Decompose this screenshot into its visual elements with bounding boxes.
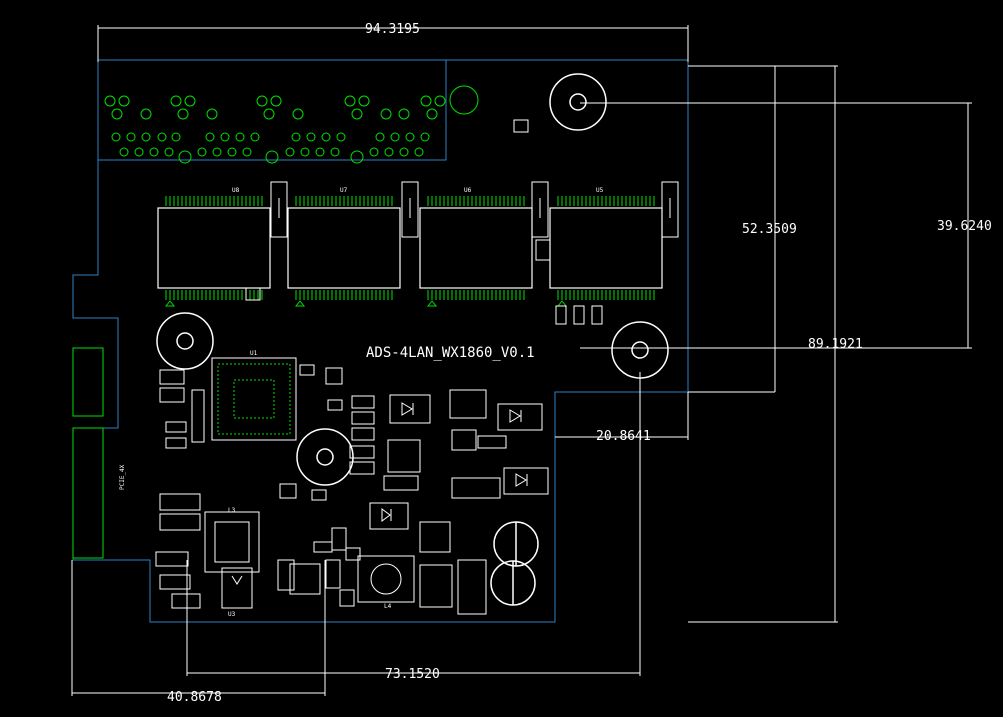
dim-height-right: 52.3509 <box>742 222 797 237</box>
chip-pins <box>165 196 655 300</box>
regulator-labels: U3 L3 L4 <box>228 507 392 618</box>
power-components <box>383 389 507 615</box>
inductor-l3 <box>204 511 260 573</box>
dimension-lines <box>71 25 972 696</box>
dim-top-width: 94.3195 <box>365 22 420 37</box>
inductor-l3-label: L3 <box>228 507 236 514</box>
inductor-l4-label: L4 <box>384 603 392 610</box>
diode-icon <box>369 394 549 530</box>
rj45-connector-block <box>97 59 447 161</box>
dim-height-full: 89.1921 <box>808 337 863 352</box>
dim-notch-width: 20.8641 <box>596 429 651 444</box>
chip-labels: U8 U7 U6 U5 <box>232 187 604 194</box>
chip-u6-label: U6 <box>464 187 472 194</box>
chip-u6 <box>419 207 533 289</box>
chip-u7-label: U7 <box>340 187 348 194</box>
pcie-gold-fingers <box>72 347 104 559</box>
main-chip-core <box>233 379 275 419</box>
chip-u5 <box>549 207 663 289</box>
main-chip-bga-grid <box>217 363 291 435</box>
chip-u8 <box>157 207 271 289</box>
main-chip-u1 <box>211 357 297 441</box>
board-outline <box>72 59 689 623</box>
main-chip-label: U1 <box>250 350 258 357</box>
regulator-u3 <box>221 567 253 609</box>
dim-bottom-width: 73.1520 <box>385 667 440 682</box>
inductor-l4 <box>357 555 415 603</box>
pcie-label: PCIE_4X <box>119 464 126 490</box>
electrolytic-capacitors <box>490 521 539 606</box>
chip-u8-label: U8 <box>232 187 240 194</box>
dimension-labels: 94.3195 52.3509 39.6240 89.1921 20.8641 … <box>167 22 992 705</box>
rj45-small-pads <box>111 132 430 157</box>
dim-height-outer: 39.6240 <box>937 219 992 234</box>
chip-u5-label: U5 <box>596 187 604 194</box>
rj45-pads <box>104 85 479 164</box>
chip-u7 <box>287 207 401 289</box>
capacitor-icon <box>270 181 679 238</box>
regulator-components <box>204 511 415 609</box>
passive-components <box>155 119 603 609</box>
mounting-hole-icon <box>156 73 669 486</box>
dim-left-offset: 40.8678 <box>167 690 222 705</box>
phy-chips <box>157 207 663 289</box>
pin1-markers <box>164 300 568 307</box>
board-title: ADS-4LAN_WX1860_V0.1 <box>366 345 535 361</box>
regulator-u3-label: U3 <box>228 611 236 618</box>
